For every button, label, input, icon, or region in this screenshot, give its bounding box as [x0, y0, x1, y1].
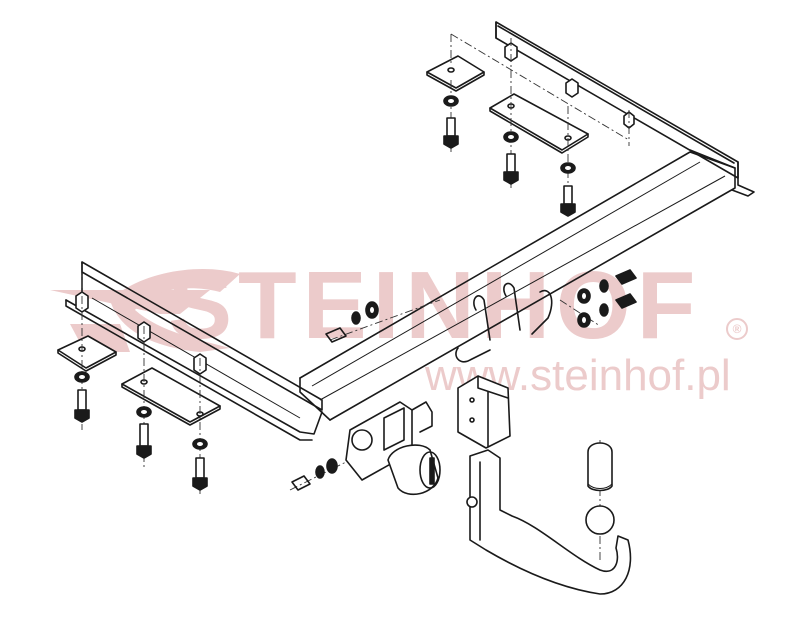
right-bracket — [495, 21, 755, 197]
receiver — [457, 375, 511, 449]
crossbar — [299, 151, 736, 421]
crossbar-hooks — [455, 282, 601, 363]
socket-bolt — [289, 458, 347, 491]
right-bolt-set — [577, 269, 637, 328]
electrical-socket — [387, 444, 441, 496]
right-bolts — [443, 38, 576, 218]
right-plates — [426, 55, 589, 154]
registered-mark: ® — [726, 318, 748, 340]
ball-and-cap — [585, 442, 615, 535]
left-bolts — [74, 264, 208, 496]
center-bolt-set — [325, 299, 441, 343]
right-nuts — [450, 33, 635, 146]
